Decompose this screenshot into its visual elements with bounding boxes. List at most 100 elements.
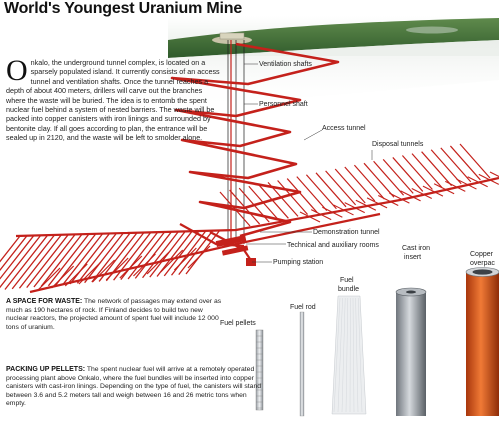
disposal-tunnel	[382, 158, 414, 194]
page-title: World's Youngest Uranium Mine	[4, 0, 243, 17]
label-demonstration-tunnel: Demonstration tunnel	[313, 229, 380, 236]
intro-dropcap: O	[6, 54, 28, 87]
disposal-tunnel	[411, 187, 433, 199]
intro-text: nkalo, the underground tunnel complex, i…	[6, 58, 220, 143]
disposal-tunnel	[40, 233, 83, 287]
access-tunnel	[170, 42, 340, 238]
bundle-rod	[345, 297, 348, 413]
disposal-tunnel	[84, 232, 124, 284]
disposal-tunnel	[377, 195, 399, 207]
disposal-tunnel	[69, 232, 111, 285]
disposal-tunnel	[440, 147, 472, 183]
disposal-tunnel	[47, 233, 90, 287]
disposal-tunnel	[119, 255, 143, 279]
disposal-tunnel	[305, 174, 337, 210]
label-fuel: Fuel	[340, 277, 354, 284]
fuel-pellets	[255, 329, 264, 411]
disposal-tunnel	[411, 153, 443, 188]
disposal-tunnel	[366, 197, 388, 209]
disposal-tunnel	[373, 160, 405, 196]
technical-rooms	[215, 234, 256, 266]
label-disposal-tunnels: Disposal tunnels	[372, 141, 424, 148]
disposal-tunnel	[277, 180, 309, 215]
disposal-tunnel	[4, 234, 49, 290]
disposal-tunnel	[37, 267, 61, 291]
bundle-rod	[355, 297, 359, 413]
disposal-tunnel	[296, 176, 328, 212]
disposal-tunnel	[456, 178, 477, 190]
disposal-tunnel	[238, 187, 270, 223]
disposal-tunnel	[0, 235, 28, 272]
label-copper: Copper	[470, 251, 494, 258]
disposal-tunnel	[392, 157, 424, 192]
label-technical-rooms: Technical and auxiliary rooms	[287, 242, 379, 249]
disposal-tunnel	[98, 232, 138, 282]
label-cast-iron: Cast iron	[402, 245, 430, 252]
label-insert: insert	[404, 254, 421, 261]
bundle-rod	[352, 297, 355, 413]
disposal-tunnel	[105, 257, 129, 281]
disposal-tunnels-left	[0, 229, 221, 291]
disposal-tunnel	[134, 231, 173, 279]
bundle-rod	[333, 297, 341, 413]
space-heading: A SPACE FOR WASTE:	[6, 298, 83, 305]
disposal-tunnel	[430, 149, 462, 185]
disposal-tunnel	[62, 233, 104, 285]
label-fuel-rod: Fuel rod	[290, 304, 316, 311]
disposal-tunnel	[257, 183, 289, 219]
disposal-tunnel	[286, 178, 318, 213]
disposal-tunnel	[156, 230, 193, 277]
bundle-rod	[341, 297, 346, 413]
packing-text: The spent nuclear fuel will arrive at a …	[6, 366, 262, 408]
label-personnel-shaft: Personnel shaft	[259, 101, 308, 108]
disposal-tunnel	[344, 166, 376, 202]
disposal-tunnel	[26, 234, 69, 289]
disposal-tunnel	[401, 155, 433, 190]
disposal-tunnel	[315, 172, 347, 208]
disposal-tunnel	[248, 185, 280, 221]
disposal-tunnel	[449, 145, 481, 181]
disposal-tunnel	[163, 230, 200, 277]
disposal-tunnel	[433, 183, 455, 195]
disposal-tunnel	[445, 180, 466, 192]
disposal-tunnel	[142, 230, 180, 279]
label-overpack: overpac	[470, 260, 495, 267]
cast-iron-insert	[395, 287, 427, 416]
disposal-tunnel	[353, 164, 385, 200]
disposal-tunnel	[334, 168, 366, 204]
disposal-tunnel	[0, 234, 42, 289]
disposal-tunnel	[76, 232, 118, 284]
disposal-tunnel	[219, 191, 251, 227]
fuel-bundle	[331, 295, 367, 415]
disposal-tunnel	[92, 259, 115, 283]
disposal-tunnel	[51, 265, 75, 289]
disposal-tunnel	[187, 245, 211, 269]
packing-pellets-paragraph: PACKING UP PELLETS: The spent nuclear fu…	[6, 366, 266, 409]
disposal-tunnel	[267, 182, 299, 217]
disposal-tunnel	[18, 234, 62, 289]
space-for-waste-paragraph: A SPACE FOR WASTE: The network of passag…	[6, 298, 224, 332]
disposal-tunnel	[173, 247, 197, 271]
disposal-tunnel	[422, 185, 444, 197]
label-bundle: bundle	[338, 286, 359, 293]
space-text: The network of passages may extend over …	[6, 298, 222, 331]
disposal-tunnel	[11, 234, 55, 290]
label-fuel-pellets: Fuel pellets	[220, 320, 256, 327]
disposal-tunnel	[421, 151, 453, 187]
disposal-tunnel	[459, 143, 491, 179]
disposal-tunnel	[229, 189, 261, 225]
disposal-tunnel	[489, 171, 499, 178]
disposal-tunnel	[160, 249, 184, 273]
bundle-rod	[358, 297, 363, 413]
leader-lines	[244, 63, 373, 263]
packing-heading: PACKING UP PELLETS:	[6, 366, 86, 373]
label-pumping-station: Pumping station	[273, 259, 323, 266]
disposal-tunnel	[389, 192, 410, 204]
disposal-tunnel	[127, 231, 166, 280]
disposal-tunnel	[325, 170, 357, 206]
disposal-tunnel	[400, 190, 421, 202]
fuel-rod	[299, 311, 305, 417]
disposal-tunnel	[33, 233, 76, 288]
disposal-tunnel	[0, 235, 21, 263]
